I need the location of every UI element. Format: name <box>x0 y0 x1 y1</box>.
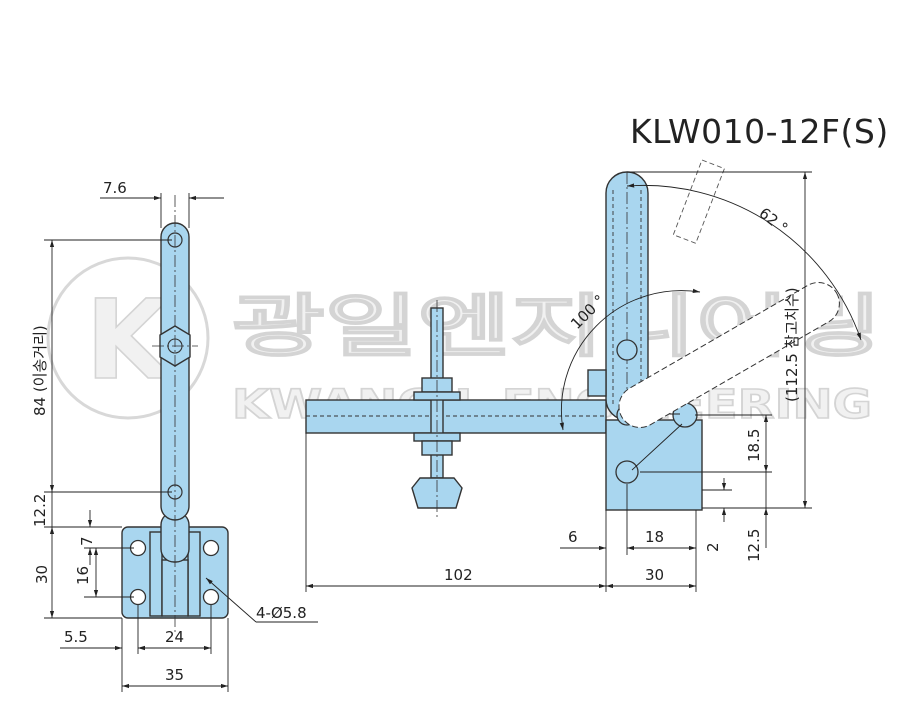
dim-top-width: 7.6 <box>103 179 127 197</box>
link <box>631 423 683 471</box>
dim-stroke: 84 (이송거리) <box>31 325 49 416</box>
dim-6: 6 <box>568 528 578 546</box>
front-view: 7.6 84 (이송거리) 12.2 7 16 30 <box>31 179 318 692</box>
arc-62 <box>626 183 862 341</box>
dim-12-5: 12.5 <box>745 529 763 562</box>
dim-7: 7 <box>78 536 96 546</box>
watermark-logo-letter: K <box>85 276 174 404</box>
handle-alt-phantom <box>672 159 725 244</box>
dim-16: 16 <box>74 566 92 585</box>
phantom-alt <box>672 159 725 244</box>
dim-angle-62: 62 ° <box>756 204 792 237</box>
dim-5-5: 5.5 <box>64 628 88 646</box>
dim-offset: 12.2 <box>31 494 49 527</box>
dim-24: 24 <box>165 628 184 646</box>
bracket-right <box>187 531 201 617</box>
stop-block <box>587 369 607 397</box>
pressure-pad <box>411 477 463 509</box>
dim-35: 35 <box>165 666 184 684</box>
dim-30-side: 30 <box>645 566 664 584</box>
model-title: KLW010-12F(S) <box>630 112 889 151</box>
dim-2: 2 <box>704 542 722 552</box>
holes-leader <box>205 577 257 623</box>
mount-hole <box>202 539 220 557</box>
pivot-upper <box>616 339 638 361</box>
dim-ref-height: (112.5 참고치수) <box>783 287 801 402</box>
pivot-base <box>615 460 639 484</box>
bracket-left <box>149 531 163 617</box>
mount-hole <box>202 588 220 606</box>
dim-102: 102 <box>444 566 473 584</box>
dim-30-front: 30 <box>33 565 51 584</box>
dim-18-5: 18.5 <box>745 429 763 462</box>
link-body <box>161 559 189 617</box>
clamp-arm <box>305 399 607 434</box>
watermark-logo-ring <box>46 256 210 420</box>
dim-18: 18 <box>645 528 664 546</box>
side-view: 100 ° 62 ° (112.5 참고치수) 18.5 12.5 2 <box>305 159 862 592</box>
dim-holes: 4-Ø5.8 <box>256 604 307 622</box>
